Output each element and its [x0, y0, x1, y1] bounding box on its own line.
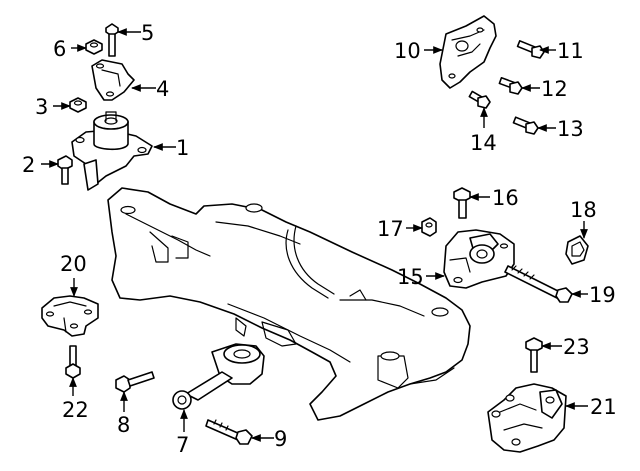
callout-3: 3 — [35, 95, 48, 119]
long-bolt-19[interactable] — [504, 265, 573, 303]
nut-3[interactable] — [69, 97, 87, 113]
callout-10: 10 — [394, 39, 421, 63]
bolt-11[interactable] — [516, 40, 545, 59]
mount-bracket-10[interactable] — [439, 15, 497, 89]
rear-mount-21[interactable] — [487, 383, 567, 453]
bolt-2[interactable] — [57, 155, 73, 185]
callout-9: 9 — [274, 427, 287, 451]
callout-13: 13 — [557, 117, 584, 141]
callout-7: 7 — [176, 433, 189, 457]
mount-bracket-4[interactable] — [91, 59, 135, 101]
callout-4: 4 — [156, 77, 169, 101]
bolt-13[interactable] — [512, 116, 539, 135]
callout-22: 22 — [62, 398, 89, 422]
engine-mount[interactable] — [71, 111, 153, 191]
bolt-5[interactable] — [105, 23, 119, 57]
callout-15: 15 — [397, 265, 424, 289]
bolt-12[interactable] — [498, 76, 523, 95]
callout-19: 19 — [589, 283, 616, 307]
gasket-18[interactable] — [565, 235, 589, 265]
callout-23: 23 — [563, 335, 590, 359]
callout-17: 17 — [377, 217, 404, 241]
bolt-22[interactable] — [65, 345, 81, 379]
bolt-9[interactable] — [205, 419, 253, 445]
callout-11: 11 — [557, 39, 584, 63]
callout-labels: 1 2 3 4 5 6 7 8 9 10 11 12 13 14 15 16 1… — [22, 21, 617, 457]
callout-2: 2 — [22, 153, 35, 177]
callout-12: 12 — [541, 77, 568, 101]
callout-6: 6 — [53, 37, 66, 61]
rear-mount-bracket-20[interactable] — [41, 295, 99, 337]
callout-21: 21 — [590, 395, 617, 419]
nut-17[interactable] — [421, 217, 437, 237]
torque-rod[interactable] — [172, 343, 265, 410]
front-subframe[interactable] — [107, 187, 471, 421]
bolt-8[interactable] — [115, 371, 155, 393]
bolt-23[interactable] — [525, 337, 543, 373]
callout-8: 8 — [117, 413, 130, 437]
callout-14: 14 — [470, 131, 497, 155]
bolt-16[interactable] — [453, 187, 471, 219]
bolt-14[interactable] — [468, 90, 491, 109]
callout-18: 18 — [570, 198, 597, 222]
callout-1: 1 — [176, 136, 189, 160]
nut-6[interactable] — [85, 39, 103, 55]
callout-5: 5 — [141, 21, 154, 45]
callout-20: 20 — [60, 252, 87, 276]
leader-arrows — [41, 28, 588, 442]
callout-16: 16 — [492, 186, 519, 210]
transmission-mount[interactable] — [443, 229, 515, 289]
